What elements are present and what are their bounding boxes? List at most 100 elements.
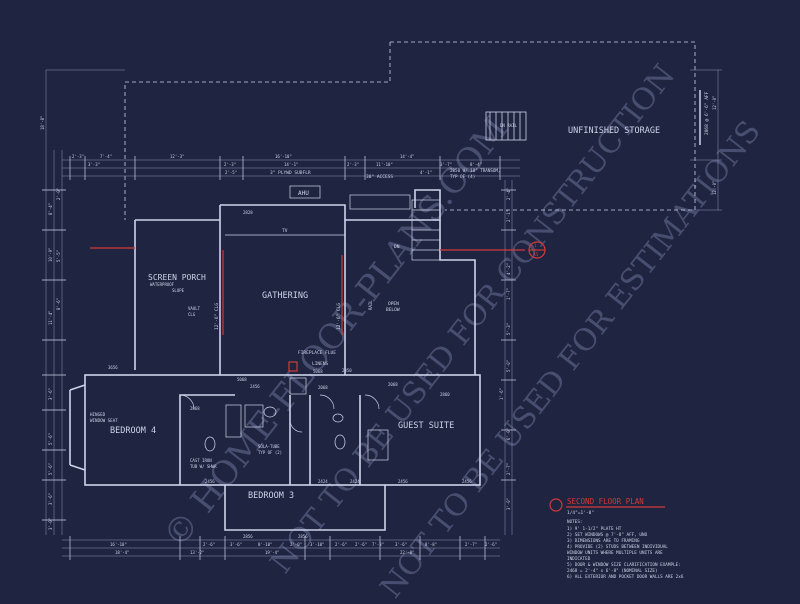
note-line: 2468 = 2'-4" x 6'-8" (NOMINAL SIZE) — [567, 568, 658, 574]
note-transom: 2850 W/ 18" TRANSOM, — [450, 168, 500, 173]
section-marker-sheet: A5 — [533, 252, 539, 258]
dim-bottom: 8'-10" — [258, 542, 272, 547]
room-label-below: BELOW — [386, 307, 400, 313]
room-label-gathering: GATHERING — [262, 291, 308, 301]
note-clg: CLG — [188, 312, 196, 317]
door-tag: 2456 — [250, 384, 260, 389]
door-tag: 2068 — [388, 382, 398, 387]
note-sola-tube: SOLA-TUBE — [258, 444, 280, 449]
sink-2 — [332, 413, 344, 423]
door-swing-4 — [289, 419, 303, 433]
note-line: WINDOW UNITS WHERE MULTIPLE UNITS ARE — [567, 550, 663, 556]
door-tag: 2424 — [350, 479, 360, 484]
door-tags: 2828 5068 3656 2456 2424 2424 2456 2456 … — [108, 210, 472, 539]
dim-bottom: 2'-0" — [290, 542, 302, 547]
dim-bottom: 2'-6" — [335, 542, 347, 547]
door-tag: 2850 — [342, 368, 352, 373]
door-tag: 2856 — [298, 534, 308, 539]
notes-heading: NOTES: — [567, 519, 583, 525]
ahu-unit — [289, 185, 321, 199]
dim-top: 4'-1" — [420, 170, 432, 175]
door-swing-3 — [364, 394, 380, 410]
dim-right: 6'-0" — [506, 428, 511, 440]
door-tag: 2456 — [205, 479, 215, 484]
dim-top: 8'-4" — [470, 162, 482, 167]
dim-top: 7'-4" — [100, 154, 112, 159]
note-rail: RAIL — [368, 300, 373, 310]
dim-right: 1'-7" — [506, 288, 511, 300]
note-window-seat: WINDOW SEAT — [90, 418, 118, 423]
dim-left: 5'-5" — [56, 250, 61, 262]
dim-right: 2'-4" — [506, 188, 511, 200]
dim-left: 3'-6" — [48, 388, 53, 400]
dim-right: 4'-2" — [506, 263, 511, 275]
dim-top: 12'-3" — [170, 154, 184, 159]
room-label-open: OPEN — [388, 301, 399, 307]
note-line: 5) DOOR & WINDOW SIZE CLARIFICATION EXAM… — [567, 562, 681, 568]
dimension-text-right: 12'-0" 12'-0" 2'-4" 2'-1" 4'-2" 1'-7" 5'… — [499, 96, 717, 510]
room-label-ahu: AHU — [298, 190, 309, 197]
door-tag: 2456 — [462, 479, 472, 484]
note-line: 3) DIMENSIONS ARE TO FRAMING — [567, 538, 640, 544]
attic-access — [349, 194, 411, 210]
dim-top: 3'-3" — [88, 162, 100, 167]
dim-left: 2'-0" — [56, 188, 61, 200]
note-hinged: HINGED — [90, 412, 106, 417]
door-tag: 2868 — [190, 406, 200, 411]
room-label-screen-porch: SCREEN PORCH — [148, 273, 206, 282]
unfinished-storage-area — [124, 41, 701, 220]
dim-top: 2'-3" — [72, 154, 84, 159]
lower-block-outline — [84, 374, 481, 486]
plan-scale: 1/4"=1'-0" — [567, 510, 594, 516]
sink-1 — [263, 406, 277, 418]
door-tag: 2856 — [243, 534, 253, 539]
dim-right: 1'-6" — [499, 388, 504, 400]
door-tag: 2860 — [440, 392, 450, 397]
storage-window-tag: 2868 @ 6'-6" AFF — [704, 91, 710, 135]
dim-bottom: 2'-6" — [485, 542, 497, 547]
note-tub-shwr: TUB W/ SHWR — [190, 464, 217, 469]
dim-left: 18'-8" — [40, 116, 45, 130]
storage-outline-right — [390, 41, 696, 211]
dim-top: 2'-5" — [225, 170, 237, 175]
plan-title-marker — [549, 498, 563, 512]
door-swing-1 — [179, 394, 195, 410]
dim-right: 12'-0" — [712, 181, 717, 195]
door-tag: 3656 — [108, 365, 118, 370]
dim-bottom: 2'-6" — [355, 542, 367, 547]
door-tag: 2068 — [318, 385, 328, 390]
dimension-lines — [45, 69, 722, 557]
note-line: 6) ALL EXTERIOR AND POCKET DOOR WALLS AR… — [567, 574, 684, 580]
dim-bottom: 13'-2" — [190, 550, 204, 555]
dim-bottom: 3'-6" — [230, 542, 242, 547]
tub-shower — [225, 404, 242, 438]
dim-bottom: 19'-4" — [265, 550, 279, 555]
dim-top: 3'-7" — [440, 162, 452, 167]
room-label-linens: LINENS — [312, 361, 329, 367]
note-line: 4) PROVIDE (2) STUDS BETWEEN INDIVIDUAL — [567, 544, 668, 550]
note-tv: TV — [282, 228, 288, 234]
storage-outline-left — [124, 42, 391, 220]
dim-right: 2'-7" — [506, 463, 511, 475]
dim-right: 5'-0" — [506, 360, 511, 372]
note-typ-of-2: TYP OF (2) — [258, 450, 282, 455]
dimension-text-top: 2'-3" 7'-4" 12'-3" 2'-3" 16'-10" 2'-3" 1… — [72, 154, 482, 175]
toilet-1 — [204, 436, 216, 452]
dim-left: 8'-4" — [48, 203, 53, 215]
storage-stair-label: DN RAIL — [500, 123, 517, 128]
dimension-ticks — [42, 156, 516, 560]
note-waterproof: WATERPROOF — [150, 282, 175, 287]
room-label-bedroom-3: BEDROOM 3 — [248, 491, 294, 501]
closet — [367, 429, 389, 461]
ceiling-height-left: 12'-6" CLG — [214, 303, 220, 330]
dim-top: 2'-3" — [224, 162, 236, 167]
ceiling-height-right: 12'-6" CLG — [336, 303, 342, 330]
dim-bottom: 3'-10" — [310, 542, 324, 547]
dim-left: 8'-6" — [56, 298, 61, 310]
plan-notes: NOTES: 1) 9' 1-1/2" PLATE HT 2) SET WIND… — [567, 519, 684, 580]
dim-right: 12'-0" — [712, 96, 717, 110]
note-line: 2) SET WINDOWS @ 7'-8" AFF, UNO — [567, 532, 648, 538]
dim-left: 5'-6" — [48, 463, 53, 475]
